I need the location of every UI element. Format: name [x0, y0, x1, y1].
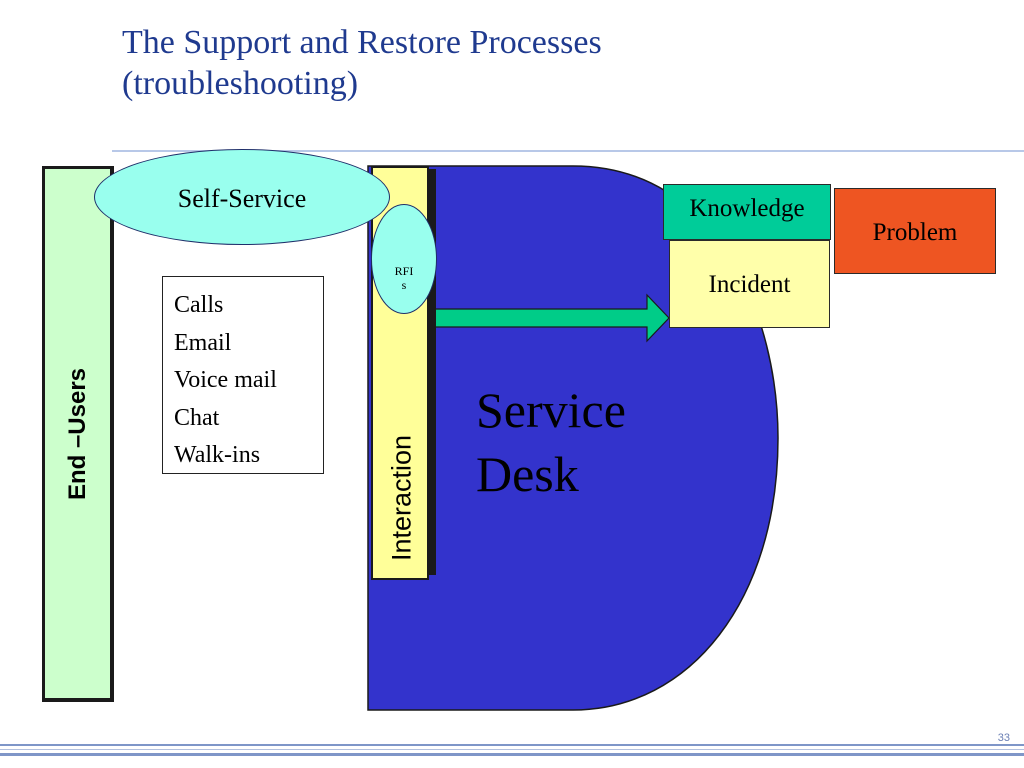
incident-label: Incident	[708, 271, 791, 298]
page-number: 33	[997, 732, 1010, 744]
channel-item-calls: Calls	[174, 292, 224, 318]
rfis-ellipse: RFIs	[371, 204, 437, 314]
end-users-box	[42, 166, 114, 702]
slide-title: The Support and Restore Processes (troub…	[122, 24, 602, 102]
service-desk-label: Service Desk	[476, 382, 626, 502]
knowledge-label: Knowledge	[689, 195, 805, 222]
title-divider	[112, 150, 1024, 152]
end-users-label: End –Users	[64, 367, 91, 501]
knowledge-box: Knowledge	[663, 184, 831, 240]
self-service-label: Self-Service	[177, 184, 307, 213]
incident-box: Incident	[669, 240, 830, 328]
channel-item-voice-mail: Voice mail	[174, 367, 277, 393]
channel-item-email: Email	[174, 329, 232, 356]
channels-box: Calls Email Voice mail Chat Walk-ins	[162, 276, 324, 474]
problem-label: Problem	[872, 219, 958, 246]
channel-item-walk-ins: Walk-ins	[174, 442, 261, 468]
rfis-label: RFIs	[394, 264, 414, 292]
channel-item-chat: Chat	[174, 404, 220, 431]
incident-arrow	[432, 293, 670, 343]
interaction-label: Interaction	[386, 434, 417, 562]
problem-box: Problem	[834, 188, 996, 274]
footer-rule-top	[0, 744, 1024, 746]
self-service-ellipse: Self-Service	[94, 149, 390, 245]
footer-rule-mid	[0, 749, 1024, 750]
footer-rule-bottom	[0, 753, 1024, 756]
